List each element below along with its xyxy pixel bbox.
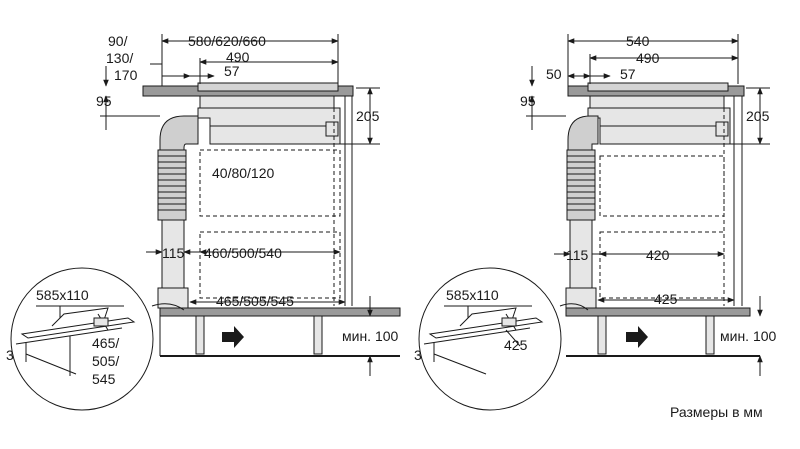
left-detail-c: 545 <box>92 371 116 387</box>
left-duct-elbow <box>159 115 199 151</box>
left-drawer-2 <box>199 231 341 299</box>
left-airflow-arrow-icon <box>222 326 244 348</box>
right-duct-elbow <box>567 115 599 151</box>
right-min-label: мин. 100 <box>720 328 777 344</box>
right-detail-size: 585x110 <box>446 287 499 303</box>
left-detail-circle <box>10 267 154 411</box>
right-d115: 115 <box>566 247 589 263</box>
left-h205: 205 <box>356 108 380 124</box>
left-diagram: 90/ 130/ 170 580/620/660 490 57 95 205 4… <box>6 33 401 411</box>
left-unit-cap <box>325 121 339 137</box>
left-min-label: мин. 100 <box>342 328 399 344</box>
right-hob-body <box>589 95 725 109</box>
left-offset-a: 90/ <box>108 33 128 49</box>
right-detail-425: 425 <box>504 337 528 353</box>
right-inner: 420 <box>646 247 670 263</box>
right-detail-3: 3 <box>414 347 422 363</box>
right-duct-base <box>565 287 597 309</box>
left-detail-a: 465/ <box>92 335 119 351</box>
left-d57: 57 <box>224 63 240 79</box>
right-h95: 95 <box>520 93 536 109</box>
right-d57: 57 <box>620 66 636 82</box>
left-offset-b: 130/ <box>106 50 133 66</box>
left-plinth <box>159 307 401 317</box>
right-bellows-ribs <box>567 155 595 211</box>
left-detail-leader <box>151 303 185 311</box>
left-inner: 460/500/540 <box>204 245 282 261</box>
right-airflow-arrow-icon <box>626 326 648 348</box>
right-plinth <box>565 307 751 317</box>
right-diagram: 540 490 50 57 95 205 115 420 425 мин. 10… <box>414 33 777 411</box>
right-d50: 50 <box>546 66 562 82</box>
right-unit-cap <box>715 121 729 137</box>
right-detail-leader <box>559 303 589 311</box>
left-bottom: 465/505/545 <box>216 293 294 309</box>
left-detail-cutout <box>15 305 136 376</box>
left-top-width: 580/620/660 <box>188 33 266 49</box>
left-offset-c: 170 <box>114 67 138 83</box>
right-drawer-1 <box>599 155 725 217</box>
right-detail-cutout <box>423 305 544 375</box>
right-bottom: 425 <box>654 291 678 307</box>
left-detail-3: 3 <box>6 347 14 363</box>
right-width-490: 490 <box>636 50 660 66</box>
right-detail-circle <box>418 267 562 411</box>
right-h205: 205 <box>746 108 770 124</box>
right-hob <box>587 82 729 92</box>
left-depth: 40/80/120 <box>212 165 274 181</box>
left-h95: 95 <box>96 93 112 109</box>
left-d115: 115 <box>162 245 185 261</box>
right-top-width: 540 <box>626 33 650 49</box>
units-caption: Размеры в мм <box>670 404 763 420</box>
left-drawer-1 <box>199 149 341 217</box>
left-bellows-ribs <box>158 155 186 211</box>
left-detail-b: 505/ <box>92 353 119 369</box>
left-hob <box>197 82 339 92</box>
right-drawer-2 <box>599 231 725 299</box>
left-hob-body <box>199 95 335 109</box>
left-detail-size: 585x110 <box>36 287 89 303</box>
left-width-490: 490 <box>226 49 250 65</box>
